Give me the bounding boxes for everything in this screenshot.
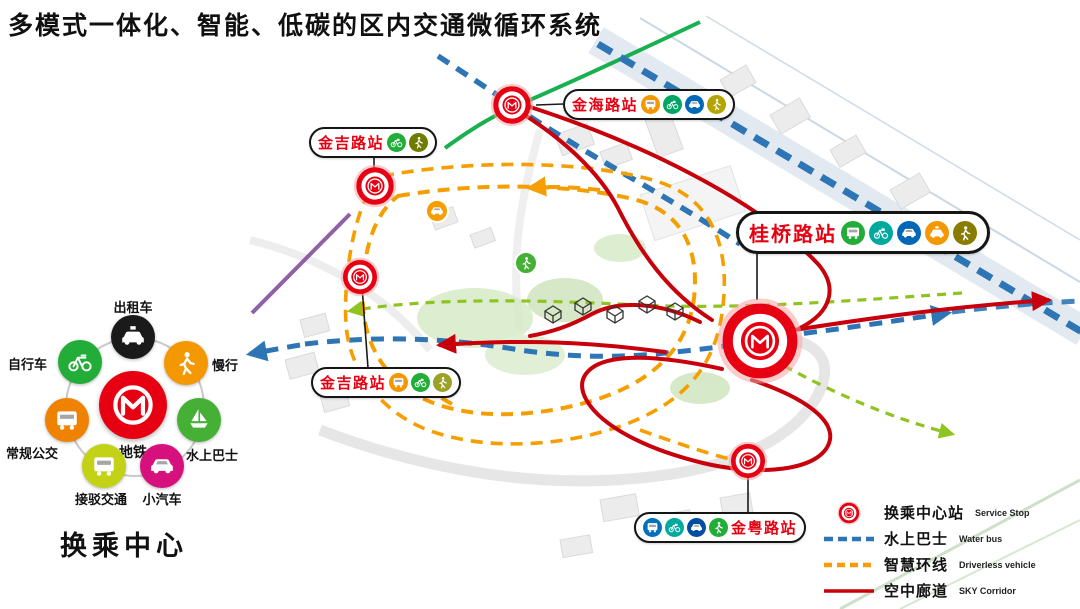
- walk-icon: [709, 518, 728, 537]
- hub-label-bus: 常规公交: [6, 446, 59, 461]
- shuttle-bus-icon: [91, 453, 117, 479]
- hub-node-taxi: [111, 315, 155, 359]
- walk-icon: [409, 133, 429, 152]
- walk-icon: [173, 350, 199, 376]
- legend-label: 换乘中心站: [884, 505, 965, 522]
- bus-icon: [54, 407, 80, 433]
- station-marker-jinyue: [729, 442, 768, 481]
- taxi-icon: [925, 220, 949, 245]
- station-label-jinji-lower: 金吉路站: [311, 367, 462, 398]
- station-marker-jinji-lower: [341, 258, 380, 297]
- legend-label-en: Water bus: [959, 533, 1003, 544]
- bike-icon: [663, 95, 683, 114]
- station-marker-jinhai: [491, 84, 534, 127]
- driverless-vehicle-badge: [425, 199, 449, 223]
- legend-item-service-stop: 换乘中心站 Service Stop: [822, 500, 1036, 525]
- hub-label-bike: 自行车: [8, 357, 48, 372]
- bike-icon: [869, 220, 893, 245]
- hub-node-car: [140, 444, 184, 488]
- bus-icon: [841, 220, 865, 245]
- hub-node-shuttle: [82, 444, 126, 488]
- taxi-icon: [120, 324, 146, 350]
- station-marker-icon: [822, 500, 876, 525]
- page-title: 多模式一体化、智能、低碳的区内交通微循环系统: [8, 12, 603, 40]
- station-label-jinyue: 金粤路站: [634, 512, 807, 543]
- bike-icon: [387, 133, 407, 152]
- legend-item-sky-corridor: 空中廊道 SKY Corridor: [822, 579, 1036, 602]
- walk-icon: [433, 373, 453, 392]
- station-label-jinhai: 金海路站: [563, 89, 736, 120]
- blue-dashed-line-icon: [822, 535, 876, 543]
- station-name: 金吉路站: [320, 375, 387, 392]
- car-icon: [897, 220, 921, 245]
- legend: 换乘中心站 Service Stop 水上巴士 Water bus 智慧环线 D…: [822, 500, 1036, 602]
- station-name: 金粤路站: [731, 520, 798, 537]
- station-name: 桂桥路站: [749, 224, 837, 246]
- legend-item-smart-loop: 智慧环线 Driverless vehicle: [822, 553, 1036, 576]
- legend-label-en: SKY Corridor: [959, 585, 1016, 596]
- bus-icon: [643, 518, 662, 537]
- station-name: 金吉路站: [318, 135, 385, 152]
- hub-node-bike: [58, 340, 102, 384]
- purple-line: [250, 212, 352, 315]
- legend-label: 空中廊道: [884, 583, 949, 600]
- orange-dashed-line-icon: [822, 561, 876, 569]
- bike-icon: [665, 518, 684, 537]
- hub-label-car: 小汽车: [142, 492, 182, 507]
- hub-label-taxi: 出租车: [113, 300, 153, 315]
- hub-node-bus: [45, 398, 89, 442]
- hub-label-walk: 慢行: [212, 358, 239, 373]
- car-icon: [685, 95, 705, 114]
- bus-icon: [641, 95, 661, 114]
- car-icon: [149, 453, 175, 479]
- station-name: 金海路站: [572, 97, 639, 114]
- metro-label: 地铁: [119, 444, 147, 460]
- bike-icon: [411, 373, 431, 392]
- walk-icon: [707, 95, 727, 114]
- metro-hub-circle: [99, 371, 167, 439]
- boat-icon: [186, 407, 212, 433]
- red-solid-line-icon: [822, 587, 876, 595]
- legend-label-en: Service Stop: [975, 507, 1030, 518]
- building-outlines: [544, 295, 684, 324]
- hub-node-waterbus: [177, 398, 221, 442]
- hub-label-waterbus: 水上巴士: [186, 448, 239, 463]
- hub-node-walk: [164, 341, 208, 385]
- station-marker-guiqiao: [717, 298, 802, 383]
- legend-label: 水上巴士: [884, 531, 949, 548]
- station-marker-jinji-upper: [354, 165, 397, 208]
- metro-logo-icon: [110, 382, 156, 428]
- legend-label: 智慧环线: [884, 557, 949, 574]
- station-label-guiqiao: 桂桥路站: [736, 211, 990, 254]
- pedestrian-badge: [514, 251, 538, 275]
- walk-icon: [953, 220, 977, 245]
- car-icon: [687, 518, 706, 537]
- bus-icon: [389, 373, 409, 392]
- station-label-jinji-upper: 金吉路站: [309, 127, 438, 158]
- bike-icon: [67, 349, 93, 375]
- hub-title: 换乘中心: [60, 531, 188, 561]
- legend-item-water-bus: 水上巴士 Water bus: [822, 527, 1036, 550]
- hub-label-shuttle: 接驳交通: [74, 492, 127, 507]
- legend-label-en: Driverless vehicle: [959, 559, 1036, 570]
